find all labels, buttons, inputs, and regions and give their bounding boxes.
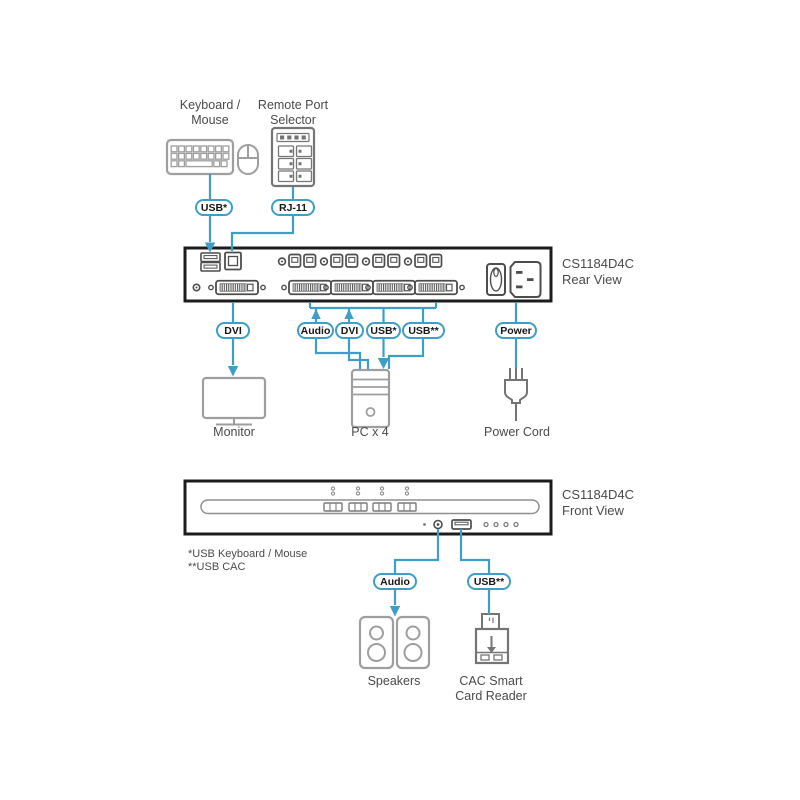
arrow-to-speakers bbox=[389, 606, 401, 617]
pill-rj11: RJ-11 bbox=[271, 199, 315, 216]
front-led-row bbox=[483, 521, 519, 528]
cable-bracket bbox=[308, 302, 438, 310]
arrow-to-pc bbox=[377, 358, 390, 369]
arrow-dvi-up bbox=[344, 309, 354, 319]
cable-audio-front bbox=[393, 529, 440, 605]
pill-dvi-rear: DVI bbox=[335, 322, 364, 339]
footnotes: *USB Keyboard / Mouse**USB CAC bbox=[188, 548, 308, 573]
speakers-icon bbox=[358, 615, 431, 670]
pill-usb-km-rear: USB* bbox=[366, 322, 401, 339]
cable-remote-rj11 bbox=[230, 187, 295, 251]
cable-arrowheads bbox=[204, 242, 401, 617]
arrow-to-monitor bbox=[227, 366, 239, 377]
arrow-audio-up bbox=[311, 309, 321, 319]
keyboard-icon bbox=[165, 138, 235, 176]
pill-usb-cac-front: USB** bbox=[467, 573, 511, 590]
cac-card-reader-icon bbox=[474, 613, 510, 665]
keyboard-mouse-label: Keyboard /Mouse bbox=[179, 98, 241, 127]
power-switch bbox=[486, 263, 506, 296]
front-usb-port bbox=[451, 519, 472, 530]
console-dvi-port bbox=[207, 279, 267, 296]
pill-audio-rear: Audio bbox=[297, 322, 334, 339]
monitor-label: Monitor bbox=[213, 425, 255, 439]
speakers-label: Speakers bbox=[367, 674, 421, 688]
mouse-icon bbox=[237, 144, 259, 175]
pill-usb-cac-rear: USB** bbox=[402, 322, 445, 339]
pill-usb-keyboard: USB* bbox=[195, 199, 233, 216]
reset-dot bbox=[423, 523, 426, 526]
power-cord-label: Power Cord bbox=[484, 425, 550, 439]
console-usb-ports bbox=[200, 252, 221, 272]
cable-usb-front bbox=[459, 529, 491, 614]
rear-panel bbox=[183, 246, 553, 303]
pc-label: PC x 4 bbox=[351, 425, 389, 439]
front-panel bbox=[183, 479, 553, 536]
console-audio-jack bbox=[192, 283, 201, 292]
power-cord-icon bbox=[504, 368, 528, 421]
pill-audio-front: Audio bbox=[373, 573, 417, 590]
rj11-port bbox=[224, 251, 242, 271]
arrow-into-usb-port bbox=[204, 242, 216, 253]
front-audio-jack bbox=[433, 519, 443, 530]
monitor-icon bbox=[201, 376, 267, 426]
power-inlet bbox=[509, 261, 542, 298]
remote-port-selector-icon bbox=[270, 126, 316, 188]
pill-dvi-monitor: DVI bbox=[216, 322, 250, 339]
pc-tower-icon bbox=[350, 368, 391, 429]
pill-power: Power bbox=[495, 322, 537, 339]
